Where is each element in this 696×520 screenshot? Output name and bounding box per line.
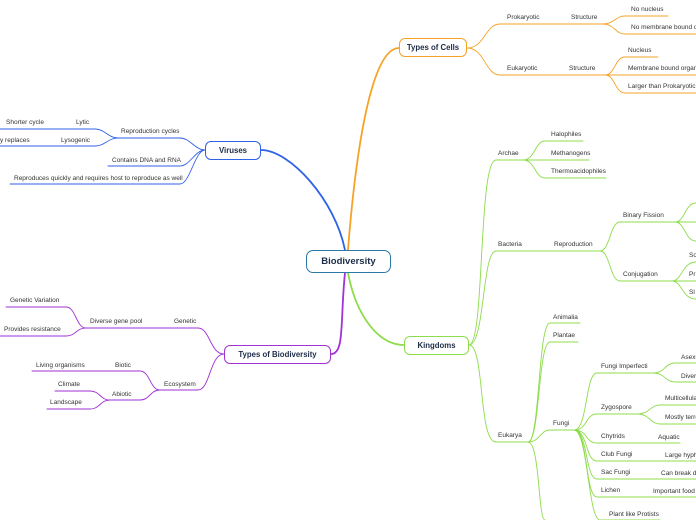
topic-aquatic[interactable]: Aquatic xyxy=(658,434,680,441)
topic-methanogens[interactable]: Methanogens xyxy=(551,150,591,157)
topic-fungi-imperfecti[interactable]: Fungi Imperfecti xyxy=(601,363,648,370)
branch-viruses[interactable]: Viruses xyxy=(205,141,261,160)
topic-binary-fission[interactable]: Binary Fission xyxy=(623,212,664,219)
topic-diverse-gene-pool[interactable]: Diverse gene pool xyxy=(90,318,143,325)
topic-larger-than-prokaryotic[interactable]: Larger than Prokaryotic xyxy=(628,83,696,90)
topic-bacteria[interactable]: Bacteria xyxy=(498,241,522,248)
topic-lytic[interactable]: Lytic xyxy=(76,119,90,126)
topic-multicellular[interactable]: Multicellula xyxy=(665,395,696,402)
topic-genetic[interactable]: Genetic xyxy=(174,318,197,325)
topic-prokaryotic-structure[interactable]: Structure xyxy=(571,14,598,21)
topic-ecosystem[interactable]: Ecosystem xyxy=(164,381,196,388)
topic-chytrids[interactable]: Chytrids xyxy=(601,433,625,440)
topic-prokaryotic[interactable]: Prokaryotic xyxy=(507,14,540,21)
topic-important-food[interactable]: Important food xyxy=(653,488,695,495)
topic-plant-like-protists[interactable]: Plant like Protists xyxy=(609,511,659,518)
topic-conjugation-item-1[interactable]: So xyxy=(689,252,696,259)
topic-mostly-terrestrial[interactable]: Mostly terre xyxy=(665,414,696,421)
topic-landscape[interactable]: Landscape xyxy=(50,399,82,406)
topic-lysogenic[interactable]: Lysogenic xyxy=(61,137,91,144)
topic-large-hyphae[interactable]: Large hyph xyxy=(665,452,696,459)
topic-provides-resistance[interactable]: Provides resistance xyxy=(4,326,61,333)
topic-sac-fungi[interactable]: Sac Fungi xyxy=(601,469,631,476)
topic-reproduction-cycles[interactable]: Reproduction cycles xyxy=(121,128,180,135)
topic-abiotic[interactable]: Abiotic xyxy=(112,391,132,398)
topic-requires-host[interactable]: Reproduces quickly and requires host to … xyxy=(14,175,183,182)
topic-thermoacidophiles[interactable]: Thermoacidophiles xyxy=(551,168,606,175)
topic-diverse[interactable]: Diver xyxy=(681,373,696,380)
branch-types-of-biodiversity[interactable]: Types of Biodiversity xyxy=(224,345,331,364)
topic-shorter-cycle[interactable]: Shorter cycle xyxy=(6,119,44,126)
topic-zygospore[interactable]: Zygospore xyxy=(601,404,632,411)
branch-types-of-cells[interactable]: Types of Cells xyxy=(399,38,467,57)
branch-kingdoms[interactable]: Kingdoms xyxy=(404,336,469,355)
topic-asexual[interactable]: Asexu xyxy=(681,354,696,361)
topic-no-nucleus[interactable]: No nucleus xyxy=(631,6,664,13)
topic-animalia[interactable]: Animalia xyxy=(553,314,578,321)
topic-genetic-variation[interactable]: Genetic Variation xyxy=(10,297,60,304)
topic-eukaryotic-structure[interactable]: Structure xyxy=(569,65,596,72)
topic-eukaryotic[interactable]: Eukaryotic xyxy=(507,65,538,72)
topic-nucleus[interactable]: Nucleus xyxy=(628,47,652,54)
topic-conjugation-item-3[interactable]: Sl xyxy=(689,289,695,296)
topic-bacteria-reproduction[interactable]: Reproduction xyxy=(554,241,593,248)
topic-no-membrane-bound[interactable]: No membrane bound o xyxy=(631,24,696,31)
topic-biotic[interactable]: Biotic xyxy=(115,362,131,369)
topic-eukarya[interactable]: Eukarya xyxy=(498,432,522,439)
topic-living-organisms[interactable]: Living organisms xyxy=(36,362,85,369)
topic-lichen[interactable]: Lichen xyxy=(601,487,621,494)
topic-replaces[interactable]: y replaces xyxy=(0,137,30,144)
topic-club-fungi[interactable]: Club Fungi xyxy=(601,451,633,458)
topic-contains-dna-rna[interactable]: Contains DNA and RNA xyxy=(112,157,182,164)
topic-fungi[interactable]: Fungi xyxy=(553,420,570,427)
topic-conjugation-item-2[interactable]: Pr xyxy=(689,271,696,278)
topic-climate[interactable]: Climate xyxy=(58,381,81,388)
topic-archae[interactable]: Archae xyxy=(498,150,519,157)
topic-membrane-bound-organelles[interactable]: Membrane bound organ xyxy=(628,65,696,72)
topic-plantae[interactable]: Plantae xyxy=(553,332,576,339)
topic-conjugation[interactable]: Conjugation xyxy=(623,271,658,278)
central-topic[interactable]: Biodiversity xyxy=(306,250,391,273)
topic-halophiles[interactable]: Halophiles xyxy=(551,131,582,138)
topic-can-break-down[interactable]: Can break d xyxy=(661,470,696,477)
